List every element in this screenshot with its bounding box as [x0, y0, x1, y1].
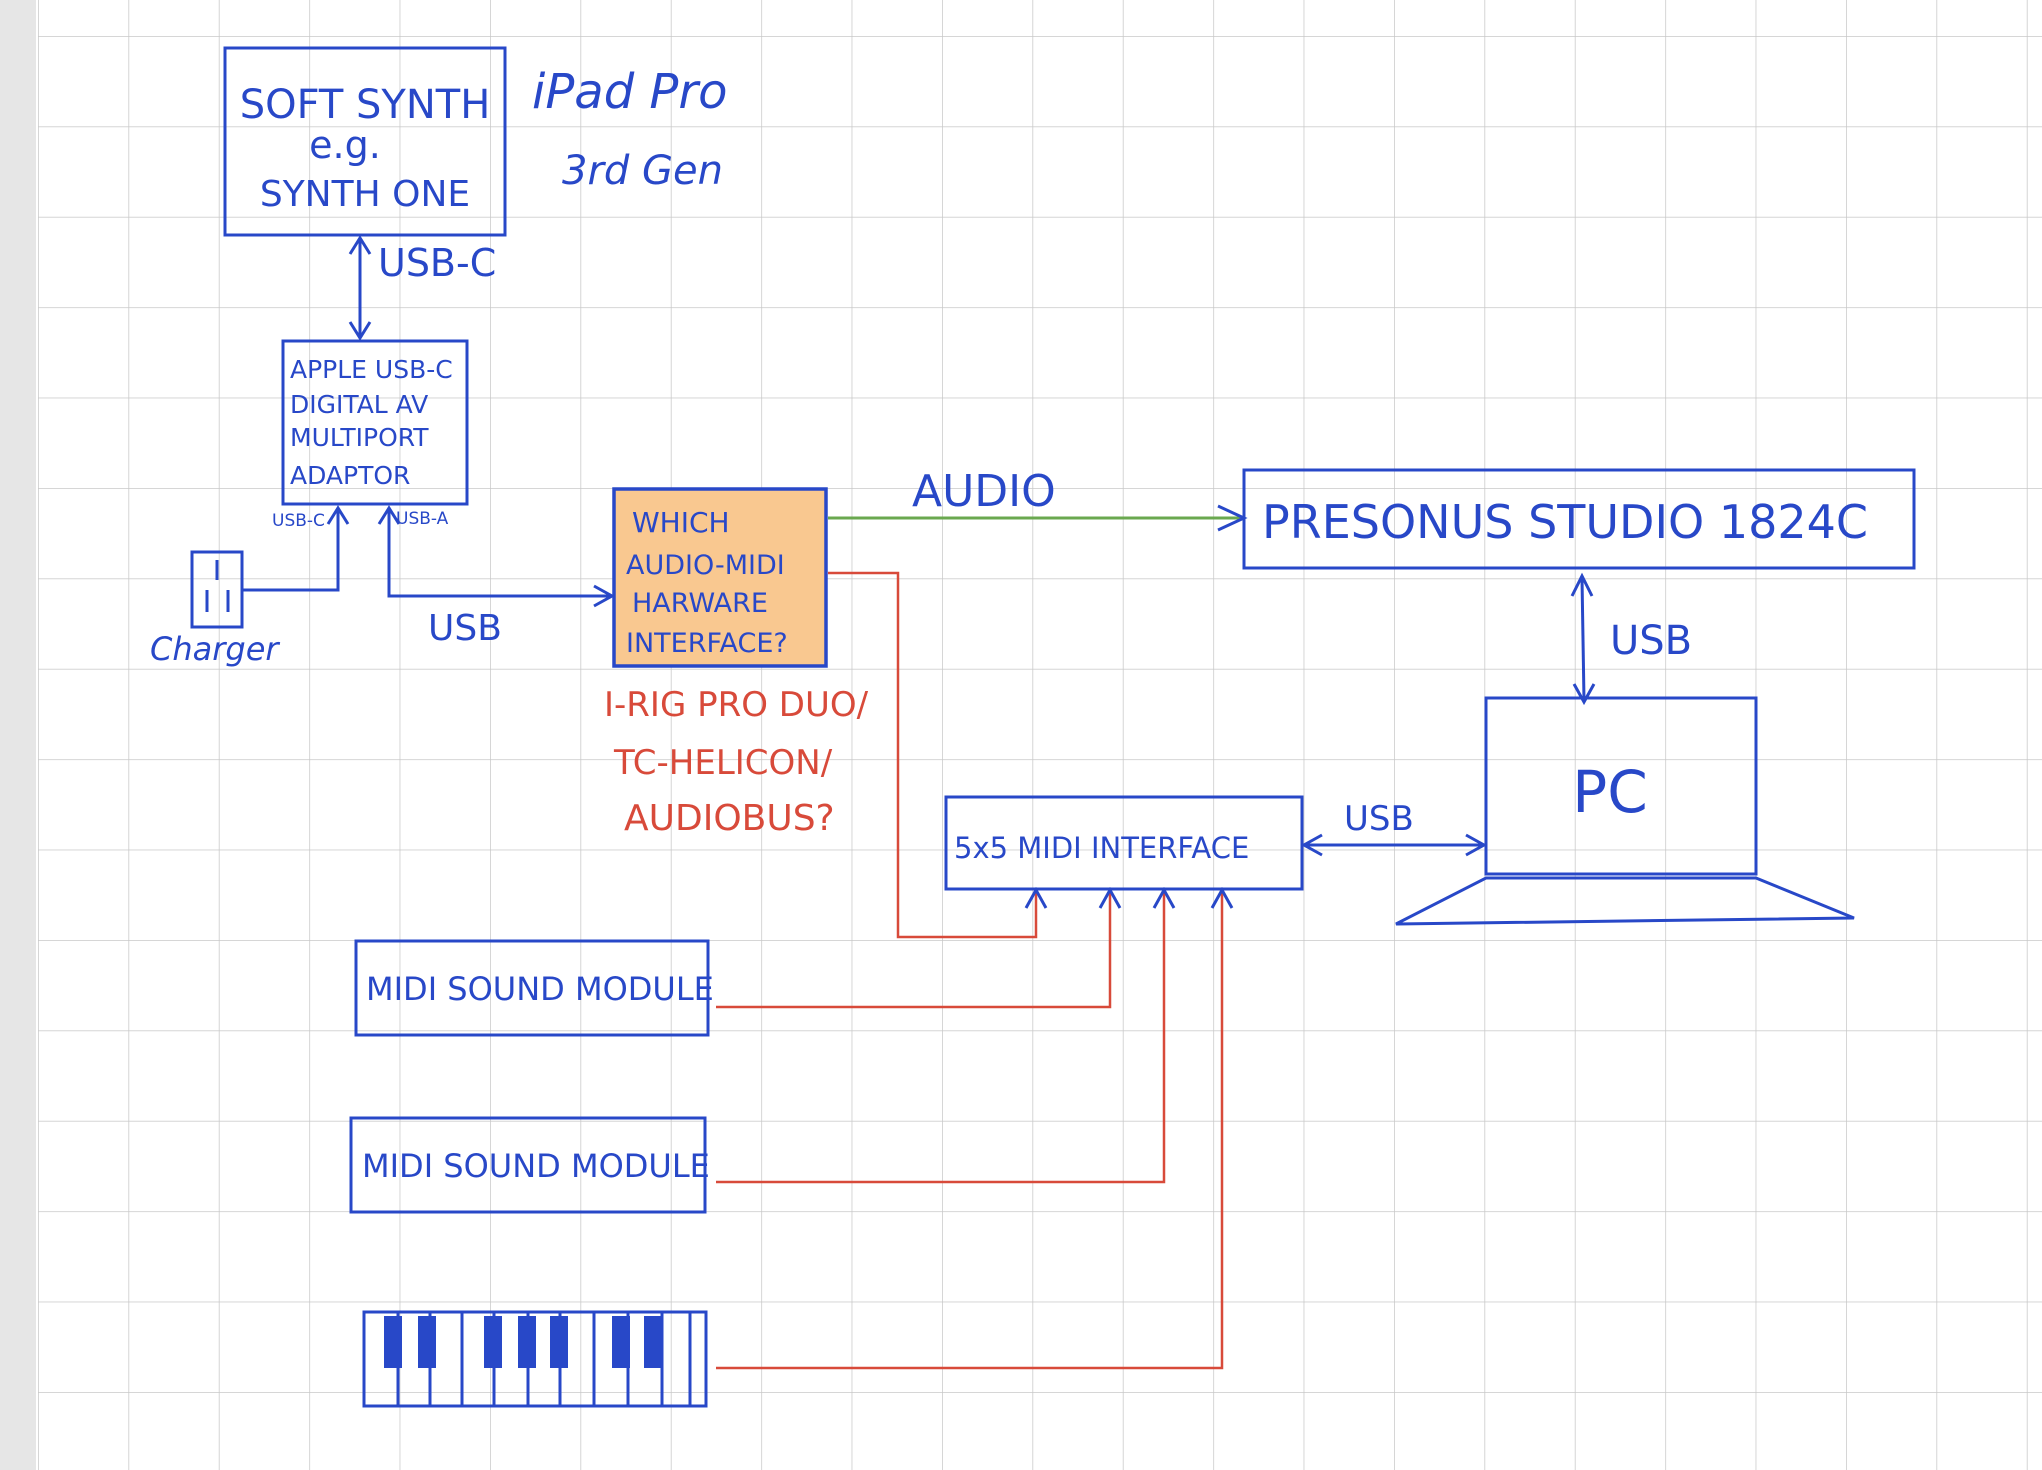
- midi-interface-node: 5x5 MIDI INTERFACE: [944, 795, 1304, 891]
- audio-midi-interface-box: [612, 487, 828, 668]
- audio-midi-interface-node: WHICH AUDIO-MIDI HARWARE INTERFACE?: [612, 487, 828, 668]
- ipad-line-1: SOFT SYNTH: [240, 82, 491, 128]
- adaptor-to-interface-link: [377, 505, 616, 608]
- adaptor-line-1: APPLE USB-C: [290, 355, 453, 384]
- sound-module-1-box: [354, 939, 710, 1037]
- sound-module-2-box: [349, 1116, 707, 1214]
- adaptor-line-2: DIGITAL AV: [290, 390, 428, 419]
- apple-adaptor-node: APPLE USB-C DIGITAL AV MULTIPORT ADAPTOR: [281, 339, 469, 506]
- adaptor-line-3: MULTIPORT: [290, 423, 429, 452]
- interface-line-1: WHICH: [632, 506, 730, 539]
- midi-interface-box: [944, 795, 1304, 891]
- usb-to-interface-label: USB: [428, 608, 502, 649]
- midi-interface-label: 5x5 MIDI INTERFACE: [954, 831, 1249, 865]
- usb-presonus-pc-label: USB: [1610, 618, 1692, 664]
- usb-c-link: [348, 235, 372, 341]
- interface-line-4: INTERFACE?: [626, 628, 788, 659]
- ipad-model-note-1: iPad Pro: [532, 64, 727, 120]
- candidate-line-3: AUDIOBUS?: [624, 798, 835, 839]
- keyboard-to-midi-link: [716, 892, 1224, 1370]
- charger-label: Charger: [150, 630, 280, 668]
- pc-label: PC: [1572, 758, 1647, 826]
- sound-module-2: MIDI SOUND MODULE: [349, 1116, 710, 1214]
- adaptor-box: [281, 339, 469, 506]
- ipad-line-2: e.g.: [309, 123, 381, 167]
- sound-module-1: MIDI SOUND MODULE: [354, 939, 714, 1037]
- usb-c-port-label: USB-C: [272, 511, 325, 531]
- midi-pc-link: [1300, 833, 1488, 857]
- ipad-box: [223, 46, 507, 237]
- grid-paper: [38, 0, 2042, 1470]
- usb-midi-pc-label: USB: [1344, 799, 1414, 839]
- presonus-pc-link: [1570, 572, 1596, 706]
- ipad-line-3: SYNTH ONE: [260, 174, 470, 215]
- pc-base: [1395, 876, 1855, 926]
- presonus-box: [1242, 468, 1916, 570]
- audio-label: AUDIO: [912, 466, 1056, 517]
- module2-to-midi-link: [716, 892, 1166, 1184]
- usb-c-label: USB-C: [378, 241, 496, 285]
- piano-keyboard-icon: [362, 1310, 708, 1408]
- ipad-soft-synth-node: SOFT SYNTH e.g. SYNTH ONE: [223, 46, 507, 237]
- presonus-node: PRESONUS STUDIO 1824C: [1242, 468, 1916, 570]
- candidate-line-1: I-RIG PRO DUO/: [604, 685, 869, 725]
- usb-a-port-label: USB-A: [396, 509, 449, 529]
- sound-module-1-label: MIDI SOUND MODULE: [366, 970, 714, 1008]
- charger-link: [242, 505, 350, 592]
- pc-node: PC: [1395, 696, 1855, 926]
- interface-line-3: HARWARE: [632, 588, 768, 619]
- module1-to-midi-link: [716, 892, 1112, 1009]
- interface-to-midi-link: [828, 571, 1038, 939]
- ipad-model-note-2: 3rd Gen: [562, 148, 723, 194]
- pc-screen: [1484, 696, 1758, 876]
- midi-red-links: [716, 571, 1224, 1370]
- midi-input-arrowheads: [1024, 886, 1234, 909]
- sound-module-2-label: MIDI SOUND MODULE: [362, 1147, 710, 1185]
- candidate-line-2: TC-HELICON/: [613, 743, 833, 783]
- interface-line-2: AUDIO-MIDI: [626, 550, 785, 581]
- adaptor-line-4: ADAPTOR: [290, 461, 410, 490]
- presonus-label: PRESONUS STUDIO 1824C: [1262, 495, 1868, 549]
- left-margin-bar: [0, 0, 36, 1470]
